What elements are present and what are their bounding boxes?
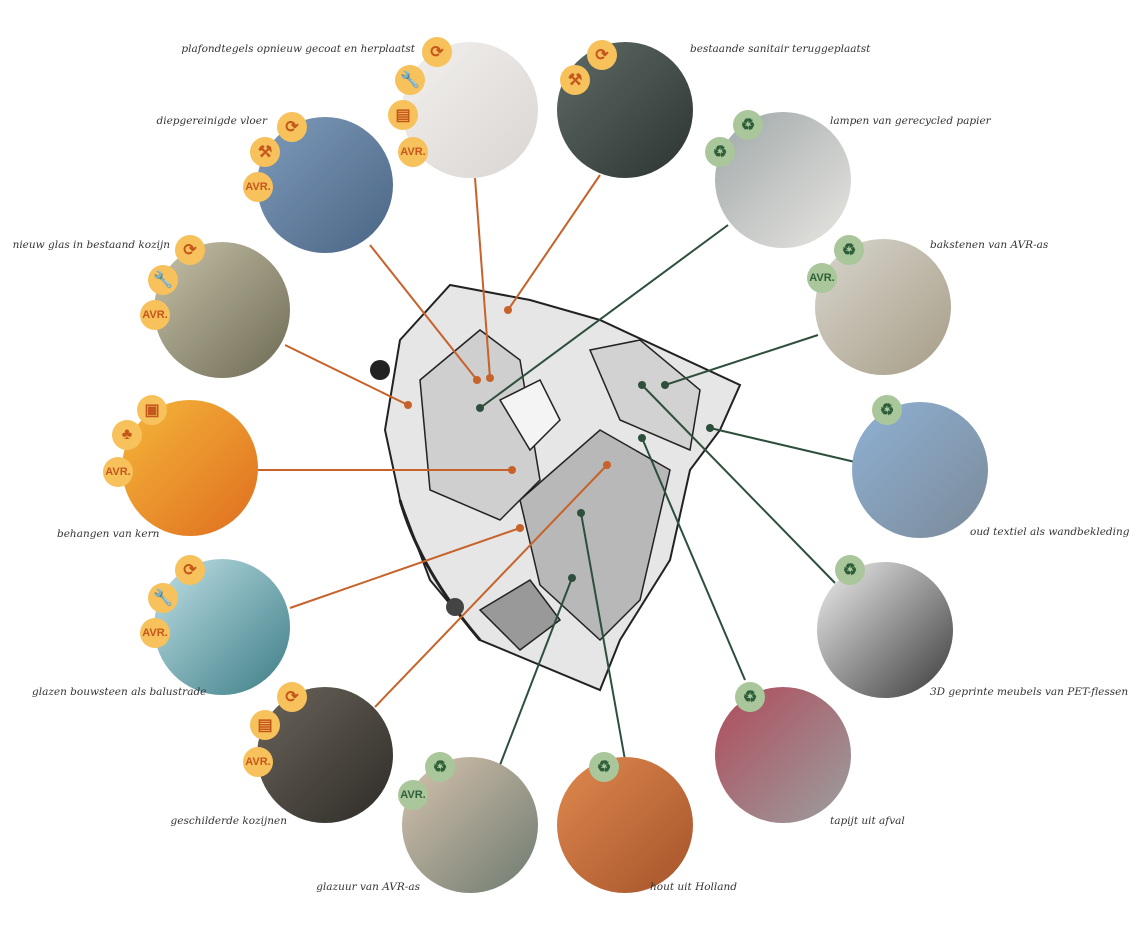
- connector-endpoint: [476, 404, 484, 412]
- material-label: glazuur van AVR-as: [316, 881, 420, 893]
- material-label: geschilderde kozijnen: [170, 815, 287, 827]
- connector-line: [580, 512, 626, 761]
- paint-roller-icon: ▤: [250, 710, 280, 740]
- connector-line: [284, 344, 409, 406]
- material-label: hout uit Holland: [650, 881, 738, 893]
- avr-badge-icon: AVR.: [398, 137, 428, 167]
- building-axonometric: [370, 283, 742, 692]
- connector-endpoint: [516, 524, 524, 532]
- avr-badge-icon: AVR.: [243, 172, 273, 202]
- material-photo: [257, 687, 393, 823]
- recycle-icon: ♻: [834, 235, 864, 265]
- material-label: tapijt uit afval: [830, 815, 905, 827]
- connector-line: [499, 577, 573, 766]
- connector-endpoint: [661, 381, 669, 389]
- material-label: diepgereinigde vloer: [156, 115, 267, 127]
- reuse-arrows-icon: ⟳: [422, 37, 452, 67]
- connector-endpoint: [577, 509, 585, 517]
- recycle-icon: ♻: [872, 395, 902, 425]
- connector-endpoint: [504, 306, 512, 314]
- connector-line: [709, 427, 856, 463]
- wrench-icon: 🔧: [148, 583, 178, 613]
- connector-line: [289, 527, 521, 609]
- reuse-arrows-icon: ⟳: [175, 555, 205, 585]
- material-label: oud textiel als wandbekleding: [970, 526, 1130, 538]
- wrench-icon: 🔧: [395, 65, 425, 95]
- connector-endpoint: [473, 376, 481, 384]
- connector-line: [374, 464, 608, 708]
- material-photo: [257, 117, 393, 253]
- reuse-arrows-icon: ⟳: [587, 40, 617, 70]
- recycle-icon: ♻: [705, 137, 735, 167]
- material-label: nieuw glas in bestaand kozijn: [12, 239, 170, 251]
- material-photo: [154, 242, 290, 378]
- avr-badge-icon: AVR.: [807, 263, 837, 293]
- avr-badge-icon: AVR.: [243, 747, 273, 777]
- material-photo: [715, 687, 851, 823]
- reuse-arrows-icon: ⟳: [175, 235, 205, 265]
- material-photo: [815, 239, 951, 375]
- avr-badge-icon: AVR.: [398, 780, 428, 810]
- recycle-icon: ♻: [733, 110, 763, 140]
- connector-endpoint: [638, 381, 646, 389]
- reuse-arrows-icon: ⟳: [277, 112, 307, 142]
- connector-line: [474, 177, 491, 379]
- connector-line: [369, 244, 478, 381]
- connector-line: [641, 384, 836, 584]
- connector-endpoint: [486, 374, 494, 382]
- material-label: glazen bouwsteen als balustrade: [32, 686, 207, 698]
- wrench-icon: 🔧: [148, 265, 178, 295]
- avr-badge-icon: AVR.: [103, 457, 133, 487]
- material-label: lampen van gerecycled papier: [830, 115, 991, 127]
- connector-endpoint: [603, 461, 611, 469]
- recycle-icon: ♻: [589, 752, 619, 782]
- fsc-tree-icon: ♣: [112, 420, 142, 450]
- connector-endpoint: [706, 424, 714, 432]
- connector-endpoint: [404, 401, 412, 409]
- wallpaper-icon: ▣: [137, 395, 167, 425]
- material-photo: [817, 562, 953, 698]
- material-label: 3D geprinte meubels van PET-flessen: [930, 686, 1129, 698]
- material-photo: [557, 42, 693, 178]
- connector-line: [641, 437, 746, 681]
- broom-icon: ⚒: [250, 137, 280, 167]
- material-label: plafondtegels opnieuw gecoat en herplaat…: [181, 43, 415, 55]
- material-photo: [154, 559, 290, 695]
- connector-line: [507, 174, 601, 311]
- connector-endpoint: [508, 466, 516, 474]
- material-photo: [402, 757, 538, 893]
- material-label: behangen van kern: [57, 528, 160, 540]
- material-label: bakstenen van AVR-as: [930, 239, 1049, 251]
- material-photo: [557, 757, 693, 893]
- connector-line: [664, 334, 819, 386]
- connector-line: [479, 224, 729, 409]
- avr-badge-icon: AVR.: [140, 618, 170, 648]
- avr-badge-icon: AVR.: [140, 300, 170, 330]
- recycle-icon: ♻: [835, 555, 865, 585]
- connector-endpoint: [638, 434, 646, 442]
- broom-icon: ⚒: [560, 65, 590, 95]
- recycle-icon: ♻: [735, 682, 765, 712]
- paint-roller-icon: ▤: [388, 100, 418, 130]
- connector-endpoint: [568, 574, 576, 582]
- material-label: bestaande sanitair teruggeplaatst: [690, 43, 871, 55]
- reuse-arrows-icon: ⟳: [277, 682, 307, 712]
- recycle-icon: ♻: [425, 752, 455, 782]
- material-photo: [852, 402, 988, 538]
